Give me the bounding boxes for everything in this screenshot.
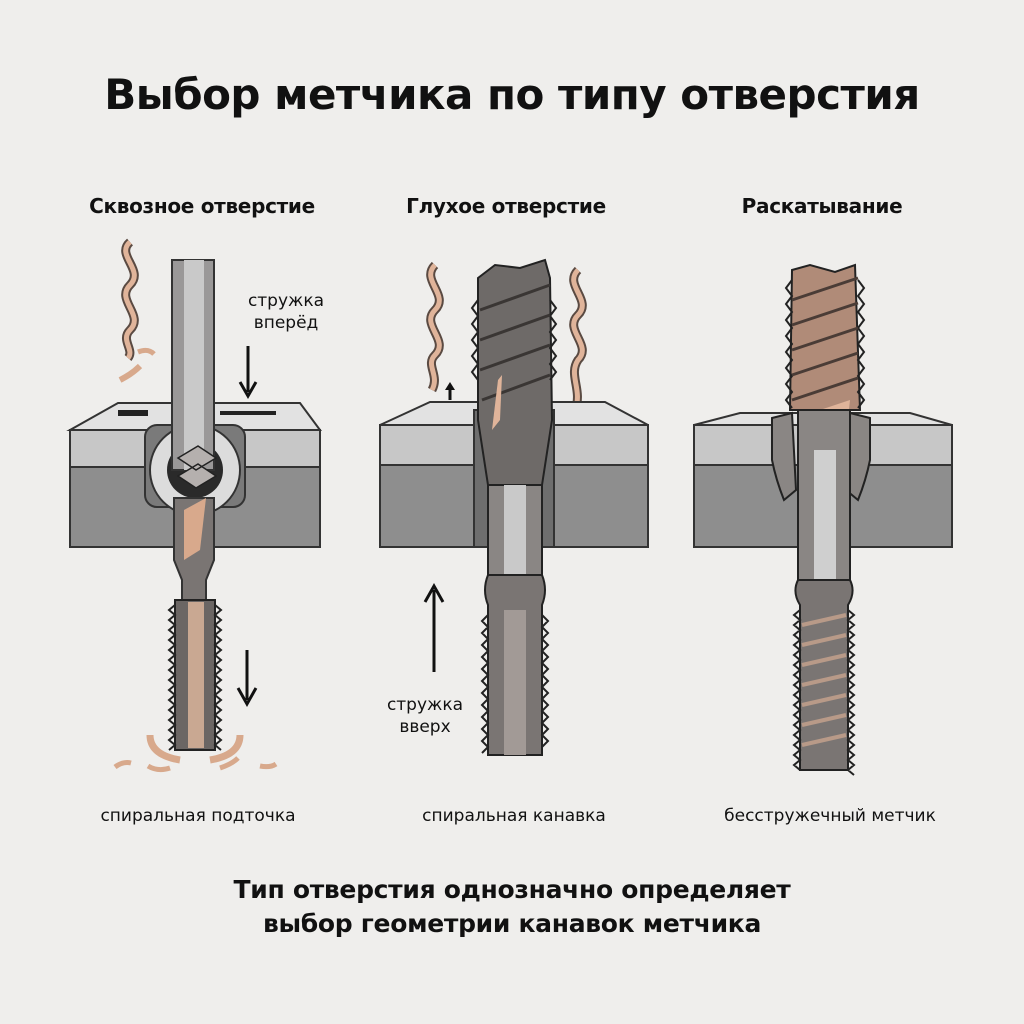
footer-line-1: Тип отверстия однозначно определяет xyxy=(233,875,791,904)
annotation-line: стружка xyxy=(247,291,325,311)
heading-blind-hole: Глухое отверстие xyxy=(406,194,606,218)
chip-spiral-icon xyxy=(118,238,156,383)
footer-conclusion: Тип отверстия однозначно определяет выбо… xyxy=(0,873,1024,941)
footer-line-2: выбор геометрии канавок метчика xyxy=(262,909,762,938)
heading-forming: Раскатывание xyxy=(741,194,903,218)
annotation-line: вверх xyxy=(399,717,451,737)
tap-thread-icon xyxy=(792,609,856,776)
annotation-line: стружка xyxy=(386,695,464,715)
annotation-chip-up: стружка вверх xyxy=(380,694,470,738)
caption-spiral-flute: спиральная канавка xyxy=(422,806,606,826)
annotation-chip-forward: стружка вперёд xyxy=(236,290,336,334)
arrow-up-icon xyxy=(423,582,445,672)
tap-thread-icon xyxy=(167,599,223,751)
annotation-line: вперёд xyxy=(253,313,319,333)
caption-spiral-point: спиральная подточка xyxy=(100,806,296,826)
blind-hole-illustration xyxy=(379,258,649,756)
through-hole-illustration xyxy=(66,238,322,773)
page-title: Выбор метчика по типу отверстия xyxy=(104,70,920,119)
chip-spiral-icon xyxy=(426,261,587,412)
heading-through-hole: Сквозное отверстие xyxy=(89,194,315,218)
caption-forming-tap: бесстружечный метчик xyxy=(724,806,936,826)
forming-illustration xyxy=(693,263,953,776)
tap-thread-icon xyxy=(480,614,550,754)
arrow-down-icon xyxy=(238,346,258,400)
arrow-down-icon xyxy=(236,650,258,708)
arrow-up-small-icon xyxy=(445,382,455,400)
